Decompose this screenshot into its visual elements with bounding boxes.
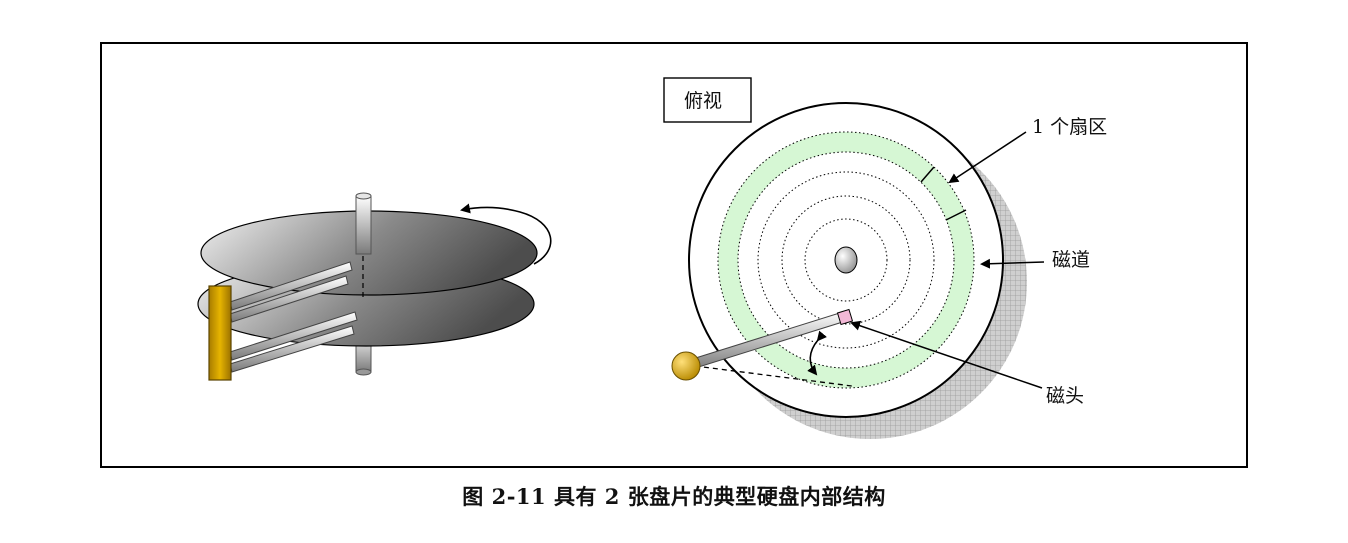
track-ring [781, 195, 911, 325]
disk-hub [834, 246, 858, 274]
figure-frame [100, 42, 1248, 468]
sector-boundary [945, 209, 967, 221]
actuator-post [208, 285, 232, 381]
figure-caption: 图 2-11 具有 2 张盘片的典型硬盘内部结构 [462, 484, 886, 509]
track-pointer [980, 258, 1045, 269]
top-view: 俯视 1 个扇区 磁道 磁头 [663, 77, 1107, 439]
top-view-label: 俯视 [684, 90, 722, 112]
actuator-pivot [671, 351, 701, 381]
spindle-top [355, 195, 372, 255]
track-ring [804, 218, 888, 302]
sector-boundary [920, 166, 935, 183]
head-pointer [850, 320, 1043, 389]
swing-arc [807, 330, 827, 376]
head-tip [836, 308, 854, 326]
head-label: 磁头 [1046, 385, 1084, 407]
platter-stack [197, 192, 552, 381]
track-ring [757, 171, 935, 349]
track-band [718, 132, 974, 388]
sector-pointer [948, 131, 1027, 184]
top-view-label-box [663, 77, 752, 123]
sector-label: 1 个扇区 [1032, 116, 1107, 138]
rotation-arrow [460, 203, 552, 265]
track-label: 磁道 [1052, 249, 1090, 271]
